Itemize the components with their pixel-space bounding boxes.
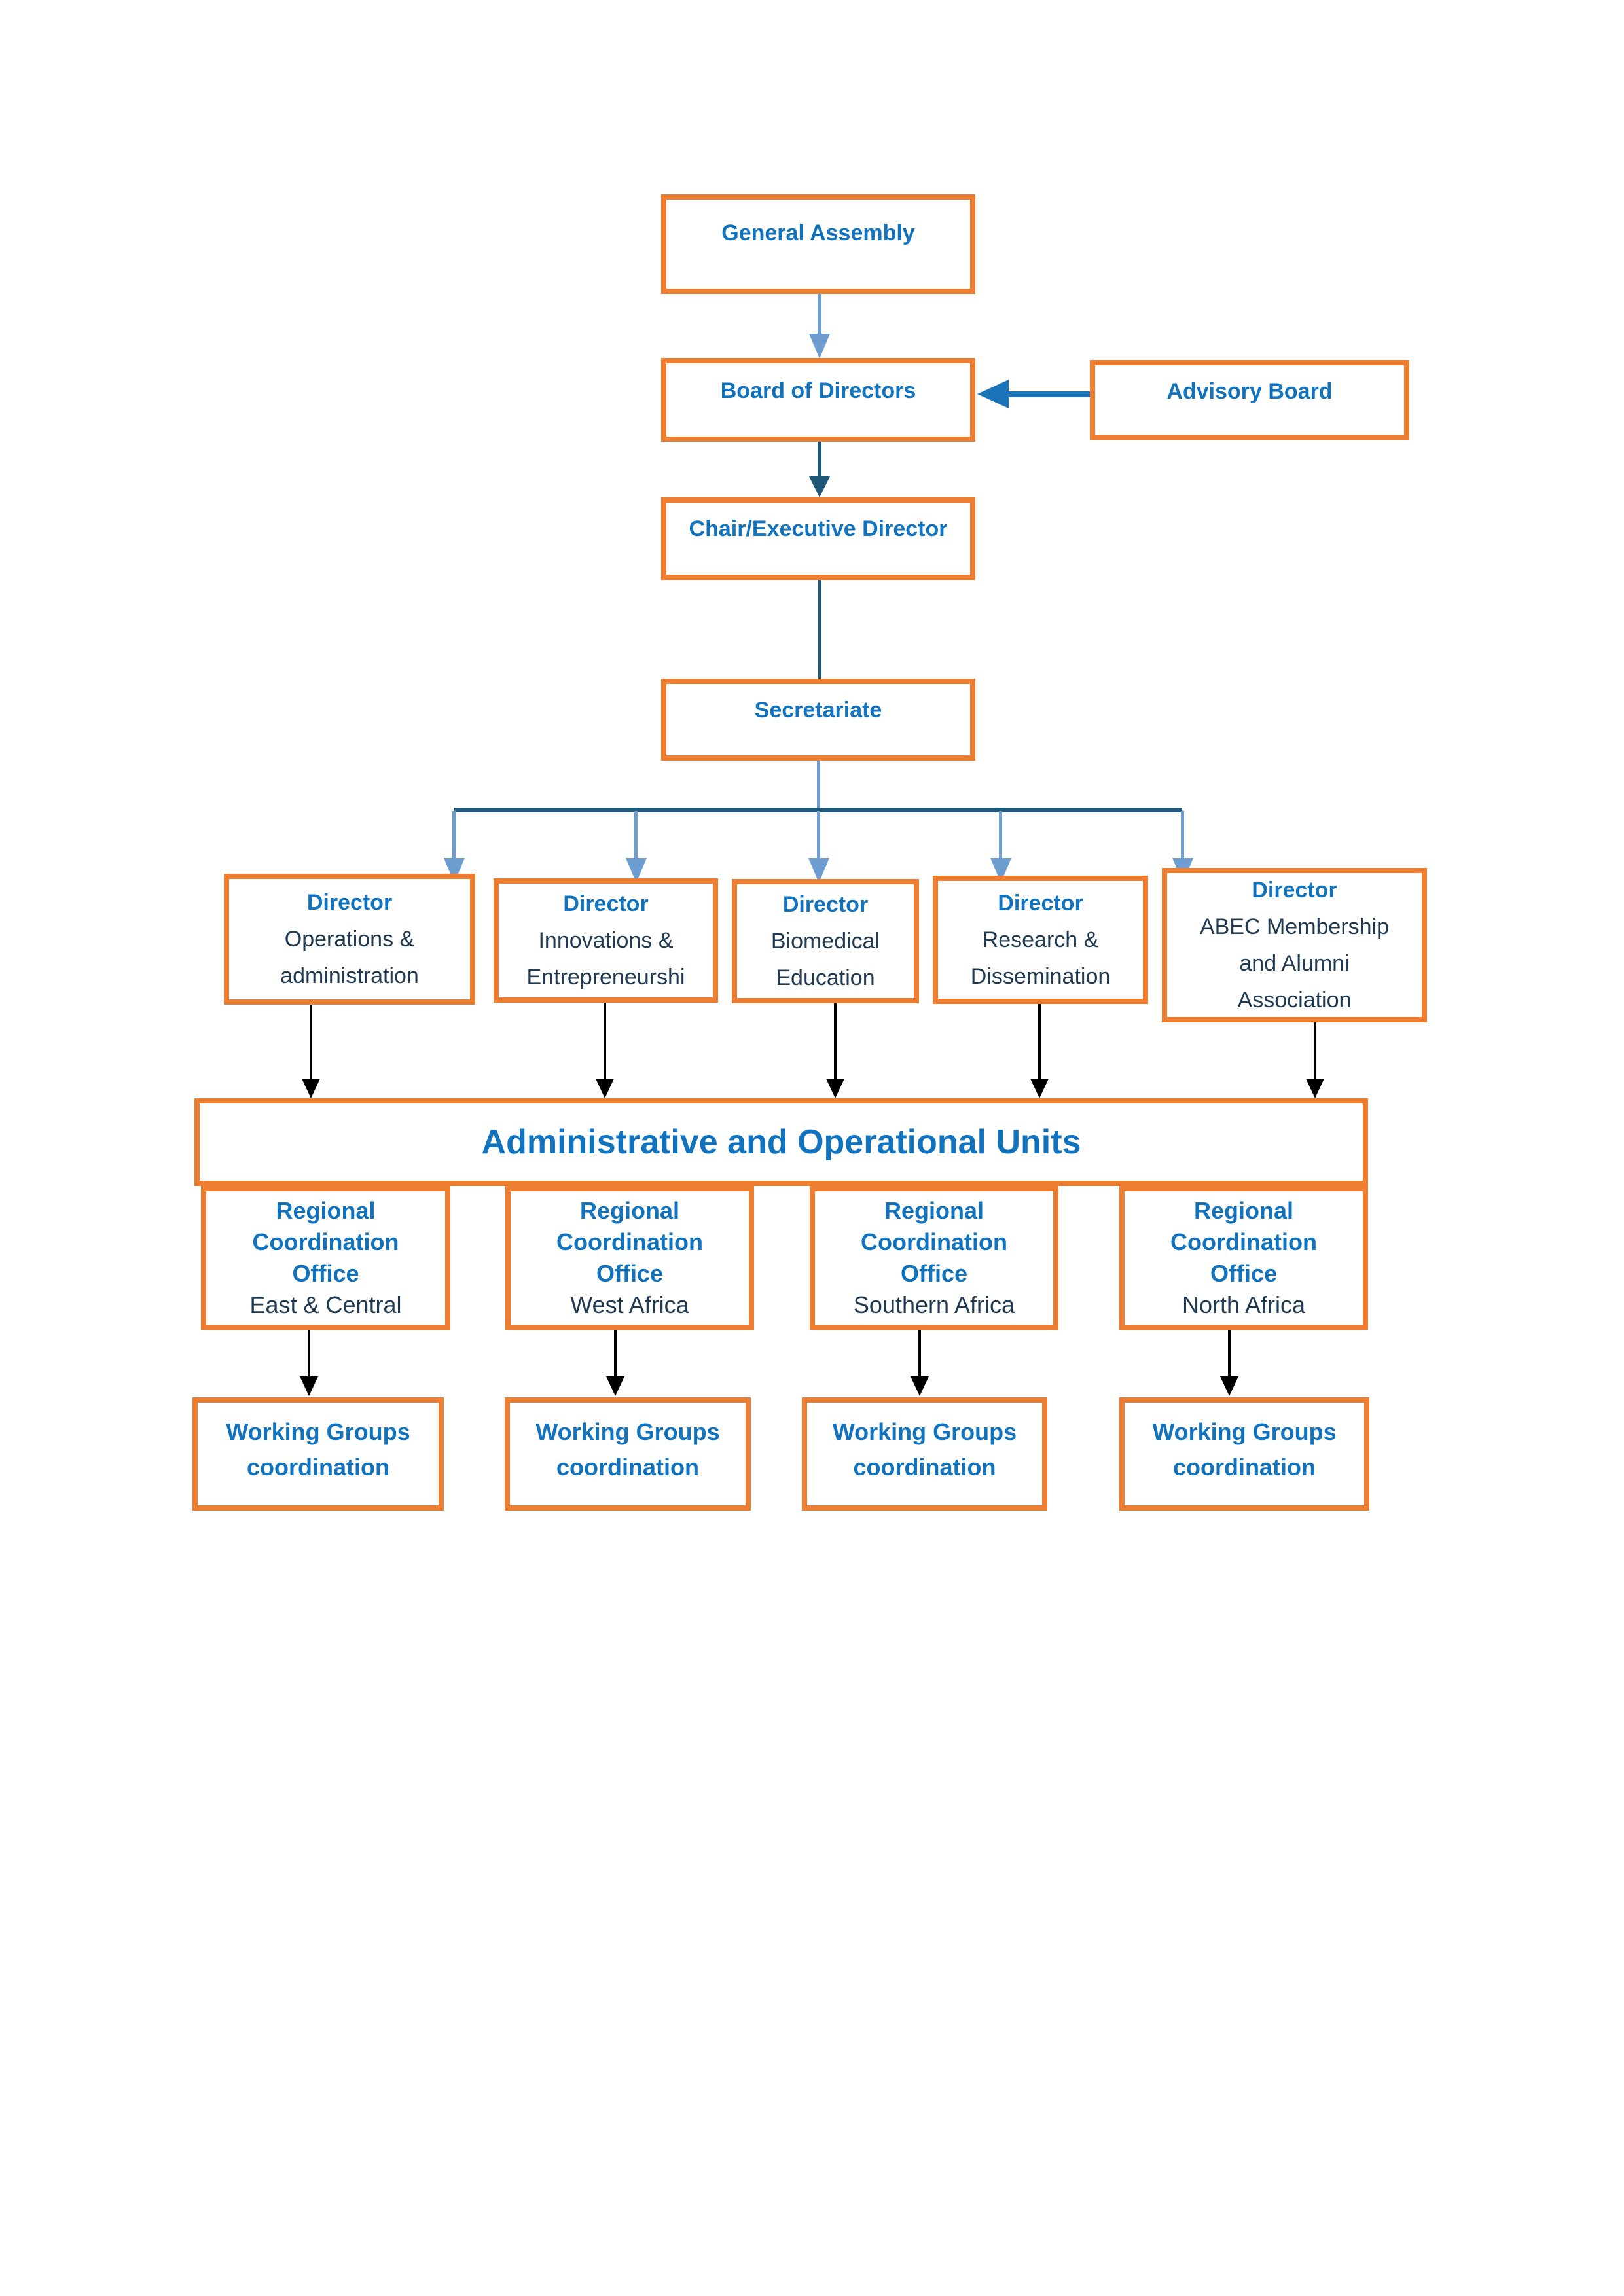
director-3-title: Director [782,892,869,917]
arrow-director-4-to-units-shaft [1038,1004,1041,1080]
arrow-ga-to-board-head [809,334,830,359]
arrow-board-to-chair-head [809,476,830,497]
node-chair-executive-director: Chair/Executive Director [661,497,975,580]
node-regional-office-west-africa: Regional Coordination Office West Africa [505,1186,754,1330]
regional-office-4-title: Regional Coordination Office [1170,1197,1317,1287]
director-4-subtitle: Research & Dissemination [970,927,1111,989]
node-director-biomedical: Director Biomedical Education [732,879,919,1003]
node-general-assembly: General Assembly [661,194,975,294]
node-regional-office-north-africa: Regional Coordination Office North Afric… [1119,1186,1368,1330]
banner-administrative-operational-units: Administrative and Operational Units [194,1098,1368,1186]
node-director-research: Director Research & Dissemination [933,876,1148,1004]
general-assembly-label: General Assembly [721,221,915,245]
node-board-of-directors: Board of Directors [661,358,975,442]
node-regional-office-southern-africa: Regional Coordination Office Southern Af… [810,1186,1058,1330]
board-of-directors-label: Board of Directors [720,378,916,403]
working-groups-1-label: Working Groups coordination [226,1418,410,1480]
node-director-abec-membership: Director ABEC Membership and Alumni Asso… [1162,868,1427,1022]
arrow-regional-1-to-wg-shaft [308,1330,310,1378]
arrow-branch-to-director-2-shaft [634,811,638,859]
node-working-groups-2: Working Groups coordination [505,1397,751,1511]
arrow-regional-1-to-wg-head [300,1376,318,1396]
director-5-title: Director [1252,878,1337,903]
arrow-director-4-to-units-head [1030,1079,1049,1098]
node-advisory-board: Advisory Board [1090,360,1409,440]
arrow-director-3-to-units-shaft [834,1003,837,1080]
advisory-board-label: Advisory Board [1166,379,1333,404]
line-secretariate-to-branch [817,761,820,809]
node-regional-office-east-central: Regional Coordination Office East & Cent… [201,1186,450,1330]
chair-executive-director-label: Chair/Executive Director [689,516,948,541]
arrow-director-5-to-units-head [1306,1079,1324,1098]
arrow-director-2-to-units-head [596,1079,614,1098]
arrow-regional-3-to-wg-head [911,1376,929,1396]
arrow-branch-to-director-3-head [808,858,829,883]
director-4-title: Director [998,891,1083,916]
arrow-advisory-to-board-head [977,380,1009,408]
node-director-innovations: Director Innovations & Entrepreneurshi [494,878,718,1003]
arrow-branch-to-director-4-shaft [999,811,1002,859]
arrow-director-1-to-units-head [302,1079,320,1098]
director-2-subtitle: Innovations & Entrepreneurshi [526,928,685,990]
working-groups-2-label: Working Groups coordination [535,1418,720,1480]
director-1-subtitle: Operations & administration [280,927,419,988]
arrow-branch-to-director-3-shaft [817,811,820,859]
secretariate-label: Secretariate [754,697,882,723]
node-working-groups-3: Working Groups coordination [802,1397,1047,1511]
line-chair-to-secretariate [818,580,821,679]
director-2-title: Director [563,891,649,916]
branch-line-directors [454,808,1182,812]
arrow-branch-to-director-5-shaft [1181,811,1184,859]
arrow-board-to-chair-shaft [818,442,821,478]
arrow-regional-4-to-wg-shaft [1228,1330,1231,1378]
arrow-branch-to-director-1-shaft [452,811,456,859]
arrow-director-3-to-units-head [826,1079,844,1098]
regional-office-2-region: West Africa [570,1291,689,1318]
node-secretariate: Secretariate [661,679,975,761]
regional-office-4-region: North Africa [1182,1291,1306,1318]
arrow-regional-3-to-wg-shaft [918,1330,921,1378]
arrow-advisory-to-board-shaft [1008,391,1090,397]
arrow-director-5-to-units-shaft [1314,1022,1316,1080]
arrow-regional-2-to-wg-head [606,1376,624,1396]
working-groups-3-label: Working Groups coordination [832,1418,1017,1480]
arrow-director-2-to-units-shaft [604,1003,606,1080]
arrow-regional-2-to-wg-shaft [614,1330,617,1378]
director-3-subtitle: Biomedical Education [770,929,880,990]
arrow-director-1-to-units-shaft [310,1005,312,1080]
regional-office-1-region: East & Central [249,1291,402,1318]
regional-office-3-region: Southern Africa [853,1291,1015,1318]
director-5-subtitle: ABEC Membership and Alumni Association [1199,914,1390,1013]
node-working-groups-1: Working Groups coordination [192,1397,444,1511]
regional-office-1-title: Regional Coordination Office [252,1197,399,1287]
regional-office-3-title: Regional Coordination Office [861,1197,1007,1287]
arrow-ga-to-board-shaft [818,294,821,336]
node-director-operations: Director Operations & administration [224,874,475,1005]
regional-office-2-title: Regional Coordination Office [556,1197,703,1287]
director-1-title: Director [306,890,393,915]
working-groups-4-label: Working Groups coordination [1152,1418,1337,1480]
admin-units-banner-label: Administrative and Operational Units [481,1123,1081,1161]
arrow-regional-4-to-wg-head [1220,1376,1238,1396]
node-working-groups-4: Working Groups coordination [1119,1397,1369,1511]
